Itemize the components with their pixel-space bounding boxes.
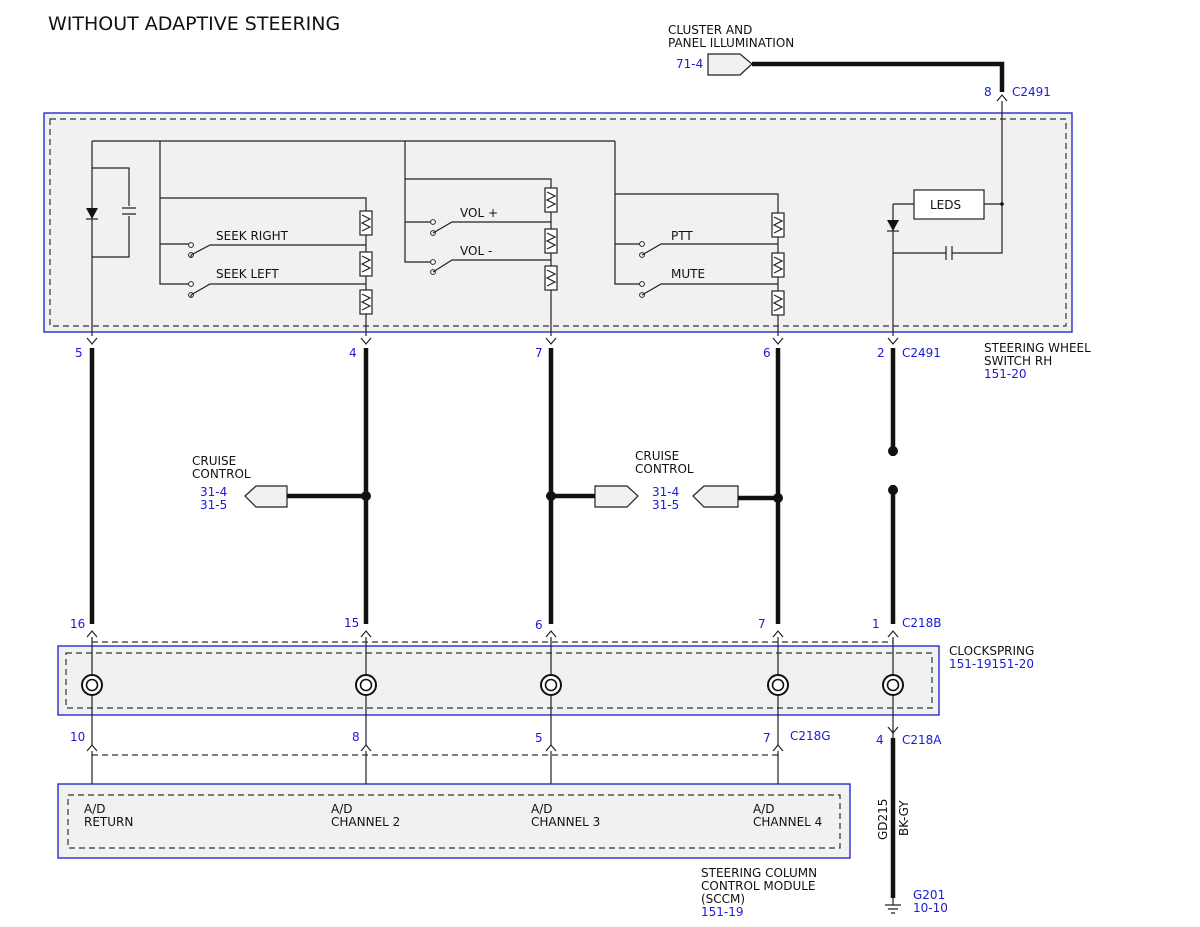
sccm-outline (57, 783, 851, 859)
connector-c218a: C218A (902, 733, 942, 747)
connector-c218g: C218G (790, 729, 831, 743)
wire-illumination (752, 61, 1005, 92)
coil-icon (882, 674, 904, 696)
cluster-illumination-input[interactable]: CLUSTER AND PANEL ILLUMINATION 71-4 (668, 23, 794, 76)
clockspring-dashed (65, 652, 933, 709)
pin-c2491-7: 7 (535, 346, 543, 360)
mute-label: MUTE (671, 267, 705, 281)
diode-icon (887, 220, 899, 231)
switch-module-dashed (49, 118, 1067, 327)
pin-arrow-c2491-8 (996, 94, 1008, 102)
switch-module-fill (44, 113, 1072, 332)
ground-wire-color: BK-GY (897, 800, 911, 836)
clockspring-ref[interactable]: 151-19151-20 (949, 657, 1034, 671)
sccm-pin-ch2-line1: A/D (331, 802, 353, 816)
switch-module-label-line1: STEERING WHEEL (984, 341, 1091, 355)
cruise-left-line1: CRUISE (192, 454, 236, 468)
switch-module-circuit: SEEK RIGHT SEEK LEFT VOL + VOL - (86, 101, 1004, 336)
connector-c218b: C218B (902, 616, 942, 630)
cruise-control-left[interactable]: CRUISE CONTROL 31-4 31-5 (192, 454, 371, 512)
sccm-pin-ch2-line2: CHANNEL 2 (331, 815, 400, 829)
coil-icon (355, 674, 377, 696)
pin-c2491-6: 6 (763, 346, 771, 360)
sccm-pin-ch3-line1: A/D (531, 802, 553, 816)
seek-left-label: SEEK LEFT (216, 267, 279, 281)
seek-right-label: SEEK RIGHT (216, 229, 289, 243)
cluster-ref[interactable]: 71-4 (676, 57, 703, 71)
connector-c2491-top: C2491 (1012, 85, 1051, 99)
connector-c2491-bottom: C2491 (902, 346, 941, 360)
sccm-label-line1: STEERING COLUMN (701, 866, 817, 880)
sccm-fill (58, 784, 850, 858)
leds-label: LEDS (930, 198, 961, 212)
vol-up-label: VOL + (460, 206, 498, 220)
pin-c218b-1: 1 (872, 617, 880, 631)
cruise-left-ref1: 31-4 (200, 485, 227, 499)
pin-c218g-8: 8 (352, 730, 360, 744)
sccm-label-line3: (SCCM) (701, 892, 745, 906)
sccm-label-line2: CONTROL MODULE (701, 879, 816, 893)
pin-c2491-5: 5 (75, 346, 83, 360)
pin-c218g-7: 7 (763, 731, 771, 745)
ground-name: G201 (913, 888, 945, 902)
sccm-dashed (67, 794, 841, 849)
sccm-pin-return-line1: A/D (84, 802, 106, 816)
vol-down-label: VOL - (460, 244, 492, 258)
coil-icon (81, 674, 103, 696)
coil-icon (767, 674, 789, 696)
cluster-connector-arrow (707, 53, 753, 76)
cruise-left-line2: CONTROL (192, 467, 251, 481)
sccm-pin-ch3-line2: CHANNEL 3 (531, 815, 600, 829)
ptt-label: PTT (671, 229, 693, 243)
pin-c2491-8: 8 (984, 85, 992, 99)
ground-icon (885, 898, 901, 914)
pin-c218b-6: 6 (535, 618, 543, 632)
cruise-right-line1: CRUISE (635, 449, 679, 463)
sccm-pin-return-line2: RETURN (84, 815, 133, 829)
sccm-leads (91, 751, 779, 796)
cruise-left-ref2: 31-5 (200, 498, 227, 512)
cruise-in-connector-arrow (692, 485, 739, 508)
leds-box (913, 189, 985, 220)
diagram-title: WITHOUT ADAPTIVE STEERING (48, 13, 340, 35)
cruise-right-ref2: 31-5 (652, 498, 679, 512)
pin-c218g-5: 5 (535, 731, 543, 745)
switch-module-ref[interactable]: 151-20 (984, 367, 1027, 381)
cruise-right-line2: CONTROL (635, 462, 694, 476)
clockspring-label: CLOCKSPRING (949, 644, 1034, 658)
ground-circuit: GD215 BK-GY G201 10-10 (876, 738, 948, 915)
c2491-bottom-pins: 5 4 7 6 2 C2491 (75, 337, 941, 360)
cruise-right-ref1: 31-4 (652, 485, 679, 499)
cluster-label-line1: CLUSTER AND (668, 23, 752, 37)
pin-c218b-7: 7 (758, 617, 766, 631)
pin-c2491-2: 2 (877, 346, 885, 360)
clockspring-coils (81, 637, 904, 745)
cruise-left-connector-arrow (244, 485, 288, 508)
c218g-pins: 10 8 5 7 C218G 4 C218A (70, 726, 942, 756)
cruise-out-connector-arrow (594, 485, 639, 508)
ground-circuit-id: GD215 (876, 799, 890, 840)
switch-module-label-line2: SWITCH RH (984, 354, 1052, 368)
clockspring-outline (57, 645, 940, 716)
sccm-pin-ch4-line2: CHANNEL 4 (753, 815, 822, 829)
switch-module-outline (43, 112, 1073, 333)
sccm-pin-ch4-line1: A/D (753, 802, 775, 816)
pin-c218b-15: 15 (344, 616, 359, 630)
cluster-label-line2: PANEL ILLUMINATION (668, 36, 794, 50)
pin-c218g-10: 10 (70, 730, 85, 744)
pin-c2491-4: 4 (349, 346, 357, 360)
ground-ref: 10-10 (913, 901, 948, 915)
harness-wires (89, 348, 898, 624)
sccm-ref[interactable]: 151-19 (701, 905, 744, 919)
pin-c218a-4: 4 (876, 733, 884, 747)
diode-icon (86, 208, 98, 219)
cruise-control-right[interactable]: CRUISE CONTROL 31-4 31-5 (546, 449, 783, 512)
clockspring-fill (58, 646, 939, 715)
pin-c218b-16: 16 (70, 617, 85, 631)
coil-icon (540, 674, 562, 696)
c218b-pins: 16 15 6 7 1 C218B (70, 616, 942, 643)
